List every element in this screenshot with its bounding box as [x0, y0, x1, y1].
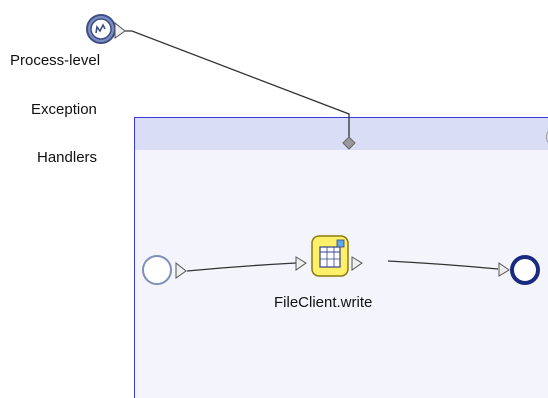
process-handler-icon[interactable] — [86, 14, 126, 44]
process-connector — [125, 30, 350, 137]
scope-connector-diamond[interactable] — [342, 136, 356, 150]
invoke-activity-icon[interactable] — [295, 235, 363, 277]
flow-line-end — [387, 260, 499, 270]
flow-canvas — [86, 14, 540, 285]
handlers-label: Handlers — [37, 149, 98, 166]
flow-line-start — [186, 262, 297, 272]
exception-handler-scope — [134, 117, 548, 398]
activity-label[interactable]: FileClient.write — [274, 294, 373, 311]
exception-label: Exception — [31, 101, 97, 118]
scope-header-bar — [135, 118, 548, 150]
process-level-label: Process-level — [10, 52, 101, 69]
start-event-icon[interactable] — [142, 255, 187, 285]
end-event-icon[interactable] — [498, 255, 540, 285]
